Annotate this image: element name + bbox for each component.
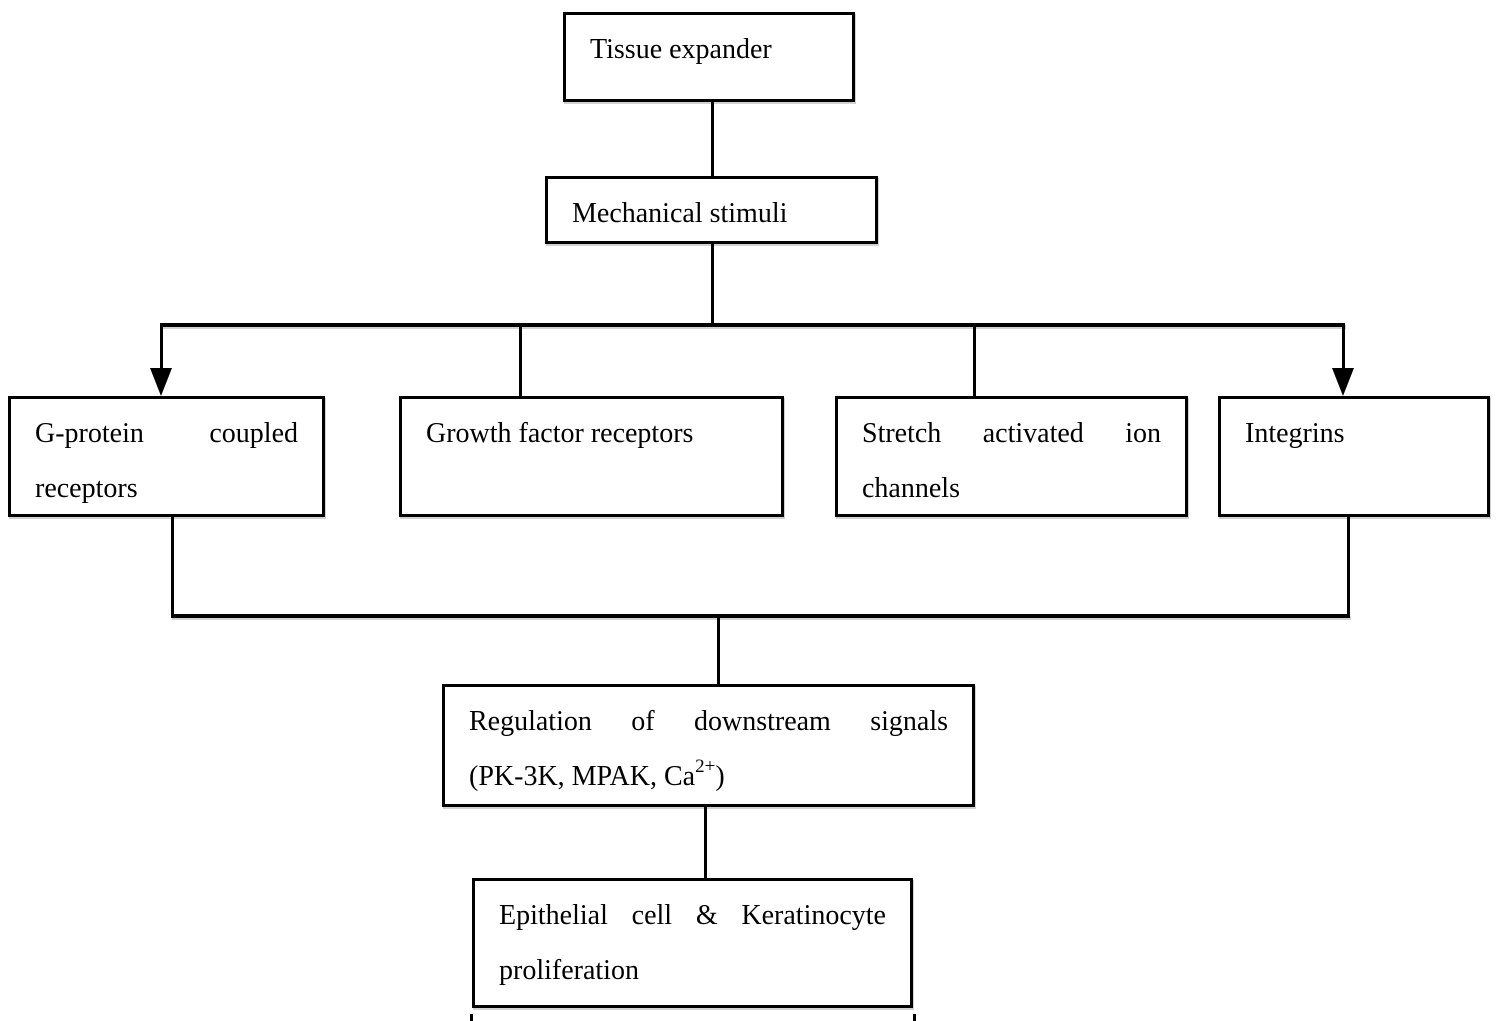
connector-branch-to-stretch bbox=[973, 325, 976, 397]
node-mechanical-stimuli-label: Mechanical stimuli bbox=[572, 198, 788, 229]
connector-gpcr-to-merge bbox=[171, 517, 174, 616]
node-tissue-expander: Tissue expander bbox=[563, 12, 855, 102]
node-proliferation-line1: Epithelial cell & Keratinocyte bbox=[499, 900, 886, 931]
cropped-content-mark-right bbox=[913, 1014, 916, 1021]
connector-branch-to-gpcr bbox=[160, 325, 163, 372]
node-stretch-line2: channels bbox=[862, 473, 960, 504]
cropped-content-mark-left bbox=[470, 1014, 473, 1021]
node-g-protein-coupled-receptors: G-protein coupled receptors bbox=[8, 396, 325, 517]
connector-merge-to-regulation bbox=[717, 618, 720, 684]
node-regulation-line2-post: ) bbox=[715, 761, 725, 792]
node-gpcr-line2: receptors bbox=[35, 473, 138, 504]
connector-integrins-to-merge bbox=[1347, 517, 1350, 616]
node-tissue-expander-label: Tissue expander bbox=[590, 34, 772, 65]
node-gpcr-line1: G-protein coupled bbox=[35, 418, 298, 449]
node-stretch-line1: Stretch activated ion bbox=[862, 418, 1161, 449]
connector-regulation-to-proliferation bbox=[704, 807, 707, 878]
connector-branch-to-growth-factor bbox=[519, 325, 522, 397]
arrowhead-down-integrins-icon bbox=[1332, 368, 1354, 396]
node-integrins-label: Integrins bbox=[1245, 418, 1345, 449]
node-stretch-activated-ion-channels: Stretch activated ion channels bbox=[835, 396, 1188, 517]
connector-branch-bar bbox=[160, 323, 1345, 327]
connector-mechanical-to-branch bbox=[711, 244, 714, 325]
node-growth-factor-receptors: Growth factor receptors bbox=[399, 396, 784, 517]
node-regulation-line2-pre: (PK-3K, MPAK, Ca bbox=[469, 761, 696, 792]
node-regulation-superscript: 2+ bbox=[695, 756, 716, 777]
node-proliferation-line2: proliferation bbox=[499, 955, 639, 986]
connector-merge-bar bbox=[171, 614, 1350, 618]
node-mechanical-stimuli: Mechanical stimuli bbox=[545, 176, 878, 244]
node-growth-factor-receptors-label: Growth factor receptors bbox=[426, 418, 694, 449]
connector-tissue-to-mechanical bbox=[711, 102, 714, 176]
node-integrins: Integrins bbox=[1218, 396, 1490, 517]
connector-branch-to-integrins bbox=[1342, 325, 1345, 372]
arrowhead-down-gpcr-icon bbox=[150, 368, 172, 396]
node-regulation-line1: Regulation of downstream signals bbox=[469, 706, 948, 737]
node-epithelial-keratinocyte-proliferation: Epithelial cell & Keratinocyte prolifera… bbox=[472, 878, 913, 1008]
node-regulation-downstream-signals: Regulation of downstream signals (PK-3K,… bbox=[442, 684, 975, 807]
node-regulation-line2: (PK-3K, MPAK, Ca2+) bbox=[469, 749, 948, 804]
